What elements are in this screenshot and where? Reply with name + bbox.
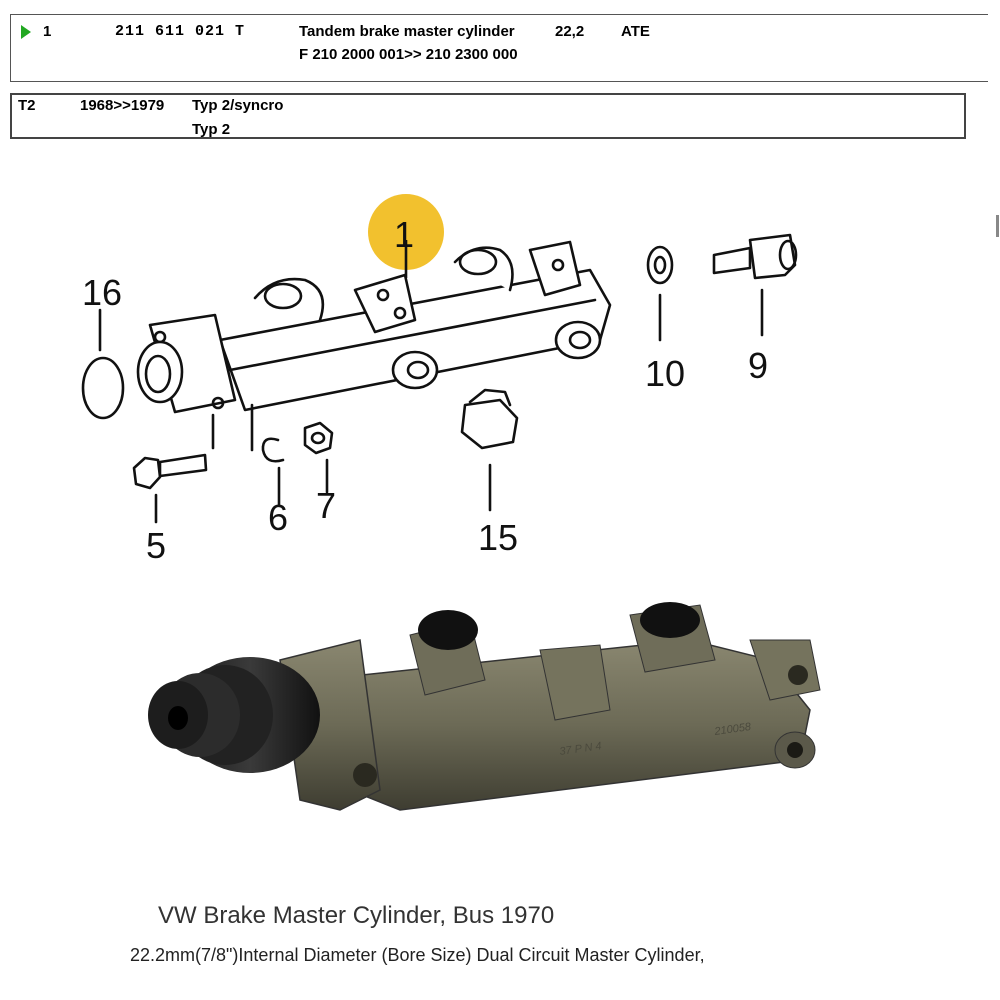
vehicle-type: Typ 2/syncro: [192, 97, 284, 114]
svg-text:210058: 210058: [713, 721, 753, 738]
callout-9[interactable]: 9: [748, 345, 768, 386]
part-description: Tandem brake master cylinder: [299, 23, 515, 40]
callout-highlight-circle: [368, 194, 444, 270]
callout-7[interactable]: 7: [316, 485, 336, 526]
vehicle-years: 1968>>1979: [80, 97, 165, 114]
part-brand: ATE: [621, 23, 650, 40]
product-description: 22.2mm(7/8")Internal Diameter (Bore Size…: [130, 945, 705, 965]
part-number: 211 611 021 T: [115, 23, 246, 40]
vehicle-model: T2: [18, 97, 36, 114]
expand-arrow-icon[interactable]: [21, 25, 31, 39]
product-photo: 37 P N 4 210058: [148, 602, 821, 811]
part-description-line2: F 210 2000 001>> 210 2300 000: [299, 46, 518, 63]
position-number: 1: [43, 23, 52, 40]
exploded-diagram: 1 16 10 9 6 7 5 15: [81, 194, 798, 566]
vehicle-row: T2 1968>>1979 Typ 2/syncro Typ 2: [10, 93, 966, 139]
callout-6[interactable]: 6: [268, 497, 288, 538]
part-size: 22,2: [555, 23, 585, 40]
callout-15[interactable]: 15: [478, 517, 518, 558]
vehicle-type-line2: Typ 2: [192, 121, 231, 138]
callout-16[interactable]: 16: [82, 272, 122, 313]
callout-5[interactable]: 5: [146, 525, 166, 566]
callout-1[interactable]: 1: [394, 214, 414, 255]
product-title[interactable]: VW Brake Master Cylinder, Bus 1970: [158, 902, 555, 929]
scroll-edge-marker: [996, 215, 999, 237]
callout-10[interactable]: 10: [645, 353, 685, 394]
part-row[interactable]: 1 211 611 021 T Tandem brake master cyli…: [10, 14, 988, 82]
svg-text:37 P N 4: 37 P N 4: [559, 740, 603, 758]
